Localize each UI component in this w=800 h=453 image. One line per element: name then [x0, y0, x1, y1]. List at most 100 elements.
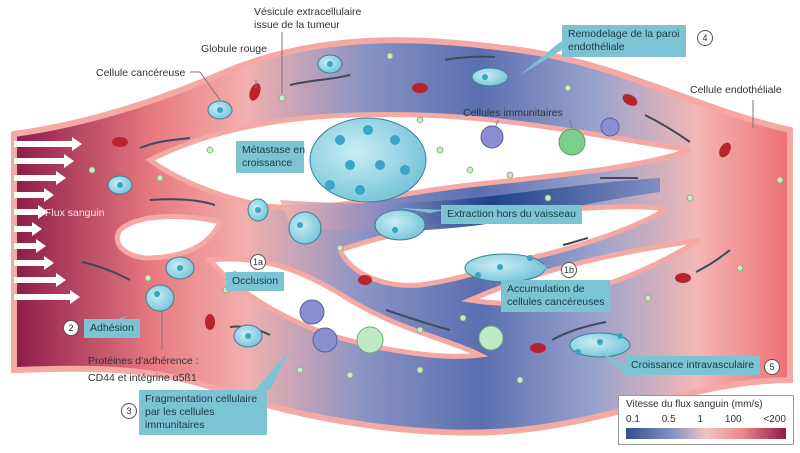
- flow-arrow: [14, 205, 48, 219]
- step-number-1b: 1b: [561, 262, 577, 278]
- vesicle: [346, 371, 354, 379]
- immune-cell-green: [558, 128, 586, 156]
- adhesion-proteins-label: Protéines d'adhérence : CD44 et intégrin…: [88, 355, 199, 385]
- vesicle: [88, 166, 96, 174]
- vesicle: [506, 171, 514, 179]
- callout-pointer: [532, 260, 548, 272]
- vesicle: [386, 52, 394, 60]
- immune-cell-purple: [299, 299, 325, 325]
- extracellular-vesicles: [88, 52, 784, 384]
- vesicle: [516, 376, 524, 384]
- tissue-gap-left: [114, 214, 224, 261]
- flow-arrow: [14, 239, 46, 253]
- vesicle: [644, 294, 652, 302]
- immune-cell-purple: [312, 327, 338, 353]
- extravasation-channel: [280, 178, 660, 232]
- callout-metastasis-line1: Métastase en: [242, 144, 306, 156]
- step-number-1a: 1a: [250, 254, 266, 270]
- flow-arrow: [14, 188, 54, 202]
- step-number-5: 5: [764, 359, 780, 375]
- callout-remodeling-line1: Remodelage de la paroi: [568, 28, 680, 40]
- vesicle: [686, 194, 694, 202]
- callout-fragmentation-line1: Fragmentation cellulaire: [145, 393, 258, 405]
- vesicle-label-line2: issue de la tumeur: [254, 19, 340, 31]
- direction-arrow: [289, 74, 351, 86]
- callout-pointer: [255, 350, 290, 390]
- legend-tick: 0.5: [661, 414, 676, 425]
- immune-cell-purple: [480, 125, 504, 149]
- callout-adhesion: Adhésion: [84, 319, 140, 338]
- callout-accumulation: Accumulation de cellules cancéreuses: [501, 280, 611, 312]
- callout-pointer: [520, 42, 575, 75]
- immune-cells: [299, 117, 620, 354]
- callout-metastasis: Métastase en croissance: [236, 141, 306, 173]
- legend-color-bar: [626, 428, 786, 439]
- immune-cells-label: Cellules immunitaires: [463, 107, 563, 119]
- vesicle: [459, 314, 467, 322]
- vesicle: [416, 366, 424, 374]
- legend-title: Vitesse du flux sanguin (mm/s): [626, 399, 763, 410]
- legend-tick: 1: [697, 414, 704, 425]
- step-number-3: 3: [121, 403, 137, 419]
- callout-occlusion: Occlusion: [226, 272, 285, 291]
- callout-metastasis-line2: croissance: [242, 157, 293, 169]
- red-blood-cell: [249, 83, 261, 101]
- vesicle-label-line1: Vésicule extracellulaire: [254, 6, 362, 18]
- direction-arrow: [551, 321, 607, 341]
- red-blood-cell: [622, 94, 638, 106]
- direction-arrow: [139, 137, 191, 149]
- vesicle: [144, 274, 152, 282]
- flow-arrow: [14, 290, 80, 304]
- callout-accumulation-line2: cellules cancéreuses: [507, 296, 605, 308]
- red-blood-cell-label: Globule rouge: [201, 43, 267, 55]
- vesicle: [416, 116, 424, 124]
- red-blood-cell: [719, 142, 731, 158]
- vesicle: [564, 84, 572, 92]
- callout-fragmentation-line2: par les cellules: [145, 406, 215, 418]
- red-blood-cell: [112, 137, 128, 147]
- callout-remodeling-line2: endothéliale: [568, 41, 625, 53]
- direction-arrow: [444, 55, 496, 61]
- callout-accumulation-line1: Accumulation de: [507, 283, 585, 295]
- callout-intravascular-growth: Croissance intravasculaire: [625, 356, 761, 375]
- vesicle: [416, 326, 424, 334]
- direction-arrow: [81, 261, 131, 281]
- leader-line: [569, 119, 573, 129]
- leader-line: [190, 71, 221, 101]
- legend-tick: 100: [724, 414, 742, 425]
- cancer-cell-label: Cellule cancéreuse: [96, 67, 186, 79]
- cancer-cell: [374, 209, 426, 241]
- vesicle: [736, 264, 744, 272]
- direction-arrow: [385, 309, 451, 331]
- immune-cell-green: [478, 325, 504, 351]
- callout-fragmentation-line3: immunitaires: [145, 419, 205, 431]
- red-blood-cell: [412, 83, 428, 93]
- callout-pointer: [600, 352, 625, 373]
- direction-arrow: [149, 198, 216, 206]
- immune-cell-purple: [600, 117, 620, 137]
- legend-tick: <200: [763, 414, 786, 425]
- flow-arrow: [14, 154, 74, 168]
- leader-lines: [161, 32, 754, 350]
- callout-pointer: [400, 208, 445, 213]
- vesicle-label: Vésicule extracellulaire issue de la tum…: [254, 6, 361, 32]
- vesicle: [436, 146, 444, 154]
- flow-arrow: [14, 137, 82, 151]
- callout-remodeling: Remodelage de la paroi endothéliale: [562, 25, 686, 57]
- cancer-cell: [145, 284, 175, 312]
- red-blood-cell: [530, 343, 546, 353]
- red-blood-cell: [358, 275, 372, 285]
- leader-line: [495, 119, 499, 127]
- direction-arrow: [562, 237, 589, 246]
- vesicle: [296, 366, 304, 374]
- immune-cell-green: [356, 326, 384, 354]
- red-blood-cells: [112, 83, 731, 353]
- vesicle: [156, 174, 164, 182]
- vesicle: [206, 146, 214, 154]
- vesicle: [544, 194, 552, 202]
- step-number-2: 2: [63, 320, 79, 336]
- step-number-4: 4: [697, 30, 713, 46]
- direction-arrows: [81, 55, 731, 341]
- cancer-cell: [288, 211, 322, 245]
